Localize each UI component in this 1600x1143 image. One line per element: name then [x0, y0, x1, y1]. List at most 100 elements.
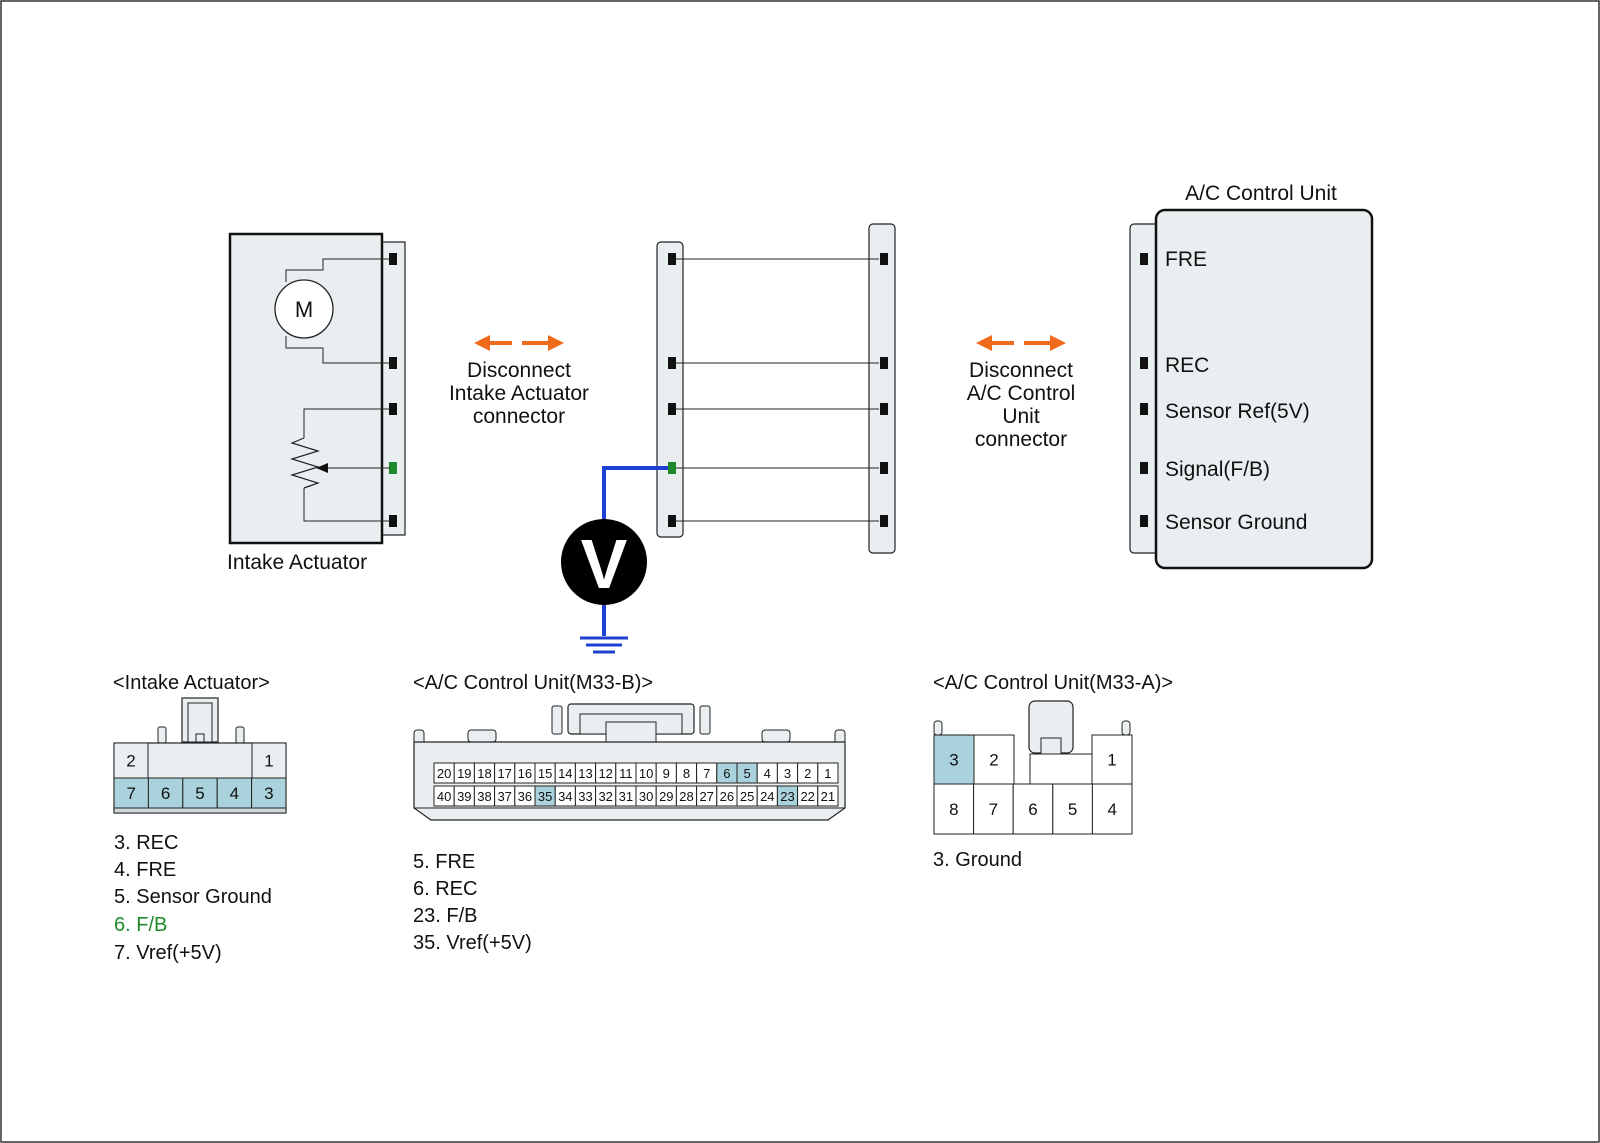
- legend-item: 5. FRE: [413, 851, 475, 873]
- terminal-rec: REC: [1165, 354, 1209, 377]
- pin-number: 6: [1028, 800, 1037, 819]
- pin-number: 5: [1068, 800, 1077, 819]
- m33b-connector-legend: 5. FRE 6. REC 23. F/B 35. Vref(+5V): [413, 851, 532, 954]
- ac-control-unit-block: A/C Control Unit FRE REC Sensor Ref(5V) …: [1129, 182, 1374, 570]
- pin-cell: [251, 777, 287, 809]
- pin-number: 38: [477, 789, 491, 804]
- legend-item: 5. Sensor Ground: [114, 886, 272, 908]
- harness-left-connector: [656, 241, 684, 538]
- pin-cell: [1052, 783, 1093, 835]
- legend-item: 3. Ground: [933, 849, 1022, 871]
- pin-number: 7: [703, 766, 710, 781]
- pin-number: 4: [230, 784, 239, 803]
- ground-icon: [580, 636, 628, 654]
- pin-number: 9: [663, 766, 670, 781]
- pin-number: 27: [699, 789, 713, 804]
- svg-text:A/C Control: A/C Control: [967, 382, 1076, 405]
- pin-cell: [251, 742, 287, 779]
- pin-number: 35: [538, 789, 552, 804]
- pin-number: 7: [126, 784, 135, 803]
- pin-number: 24: [760, 789, 774, 804]
- pin-cell: [1091, 734, 1133, 785]
- actuator-pin-3: [389, 403, 397, 415]
- pin-number: 11: [619, 766, 633, 781]
- disconnect-arrow-icon: [474, 335, 564, 351]
- pin-number: 3: [784, 766, 791, 781]
- pin-number: 6: [723, 766, 730, 781]
- pin-number: 3: [264, 784, 273, 803]
- terminal-fre: FRE: [1165, 248, 1207, 271]
- pin-cell: [973, 783, 1014, 835]
- pin-number: 29: [659, 789, 673, 804]
- pin-number: 26: [720, 789, 734, 804]
- m33a-connector-title: <A/C Control Unit(M33-A)>: [933, 672, 1173, 694]
- svg-text:Intake Actuator: Intake Actuator: [449, 382, 589, 405]
- pin-cell: [113, 742, 149, 779]
- pin-number: 8: [949, 800, 958, 819]
- svg-text:Unit: Unit: [1002, 405, 1040, 428]
- legend-item: 3. REC: [114, 832, 178, 854]
- pin-number: 5: [195, 784, 204, 803]
- pin-number: 10: [639, 766, 653, 781]
- legend-item-fb: 6. F/B: [114, 914, 167, 936]
- pin-number: 14: [558, 766, 572, 781]
- pin-number: 33: [578, 789, 592, 804]
- pin-cell: [973, 734, 1015, 785]
- pin-number: 25: [740, 789, 754, 804]
- motor-icon: M: [274, 258, 390, 364]
- pin-cell: [1012, 783, 1054, 835]
- pin-number: 4: [764, 766, 771, 781]
- pin-number: 22: [800, 789, 814, 804]
- legend-item: 35. Vref(+5V): [413, 932, 532, 954]
- legend-item: 6. REC: [413, 878, 477, 900]
- pin-number: 39: [457, 789, 471, 804]
- pin-number: 13: [578, 766, 592, 781]
- pin-cell: [933, 783, 975, 835]
- svg-text:Disconnect: Disconnect: [969, 359, 1073, 382]
- m33b-connector-title: <A/C Control Unit(M33-B)>: [413, 672, 653, 694]
- voltmeter-icon: V: [561, 519, 647, 605]
- pin-number: 8: [683, 766, 690, 781]
- pin-number: 4: [1107, 800, 1116, 819]
- motor-symbol: M: [295, 297, 313, 322]
- intake-connector-title: <Intake Actuator>: [113, 672, 270, 694]
- intake-actuator-block: M Intake Actuator: [227, 232, 406, 574]
- pin-number: 17: [497, 766, 511, 781]
- actuator-pin-5: [389, 515, 397, 527]
- pin-number: 7: [989, 800, 998, 819]
- harness-fb-pin: [668, 462, 676, 474]
- pin-number: 2: [804, 766, 811, 781]
- ac-control-unit-body: [1154, 208, 1374, 570]
- disconnect-arrow-icon: [976, 335, 1066, 351]
- actuator-pin-1: [389, 253, 397, 265]
- pin-cell: [147, 777, 184, 809]
- pin-number: 36: [518, 789, 532, 804]
- pin-number: 12: [598, 766, 612, 781]
- actuator-pin-fb: [389, 462, 397, 474]
- pin-number: 18: [477, 766, 491, 781]
- disconnect-control-unit-label: Disconnect A/C Control Unit connector: [967, 359, 1076, 451]
- svg-text:connector: connector: [473, 405, 565, 428]
- pin-number: 37: [497, 789, 511, 804]
- pin-number: 28: [679, 789, 693, 804]
- pin-number: 6: [161, 784, 170, 803]
- pin-number: 40: [437, 789, 451, 804]
- svg-text:connector: connector: [975, 428, 1067, 451]
- intake-connector-legend: 3. REC 4. FRE 5. Sensor Ground 6. F/B 7.…: [114, 832, 272, 964]
- voltmeter-probe-wire: [602, 466, 668, 636]
- terminal-sensor-ground: Sensor Ground: [1165, 511, 1307, 534]
- pin-number: 31: [619, 789, 633, 804]
- pin-number: 32: [598, 789, 612, 804]
- actuator-pin-2: [389, 357, 397, 369]
- ac-control-unit-title: A/C Control Unit: [1185, 182, 1337, 205]
- pin-number: 15: [538, 766, 552, 781]
- pin-number: 34: [558, 789, 572, 804]
- pin-cell: [113, 777, 149, 809]
- pin-number: 3: [949, 751, 958, 770]
- disconnect-intake-label: Disconnect Intake Actuator connector: [449, 359, 589, 428]
- pin-cell: [817, 762, 839, 784]
